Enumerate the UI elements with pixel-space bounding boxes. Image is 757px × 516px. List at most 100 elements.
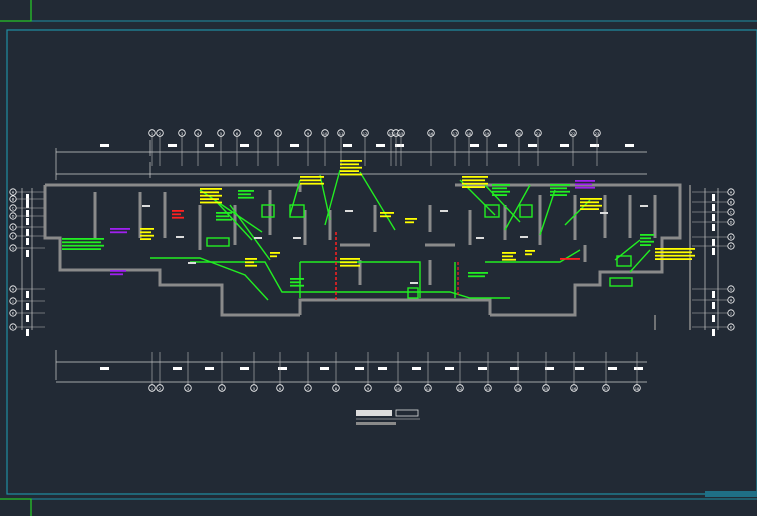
axis-label-right: H — [730, 298, 733, 302]
dimension-value-label — [290, 144, 299, 147]
dimension-value-label — [712, 214, 715, 221]
axis-bubble-bottom — [424, 384, 432, 392]
axis-label-top: 16 — [429, 132, 434, 136]
annotation-note — [238, 193, 251, 196]
axis-label-bottom: 13 — [486, 387, 491, 391]
annotation-note — [640, 234, 654, 236]
axis-label-right: C — [730, 210, 733, 214]
axis-bubble-top — [194, 129, 202, 137]
axis-bubble-bottom — [332, 384, 340, 392]
annotation-note — [340, 261, 357, 264]
annotation-note — [502, 255, 513, 258]
axis-label-top: 9 — [307, 132, 310, 136]
core-wall-right — [468, 195, 577, 245]
axis-bubble-bottom — [633, 384, 641, 392]
axis-label-top: 5 — [220, 132, 222, 136]
annotation-note — [290, 284, 304, 287]
dimension-value-label — [26, 229, 29, 236]
annotation-note — [405, 218, 417, 220]
axis-label-right: E — [730, 235, 733, 239]
axis-label-bottom: 9 — [367, 387, 370, 391]
dimension-value-label — [205, 367, 214, 370]
axis-bubble-left — [9, 195, 17, 203]
axis-label-right: G — [730, 287, 733, 291]
duct-equipment-box-7 — [261, 204, 275, 218]
annotation-note — [290, 278, 304, 280]
dimension-value-label — [278, 367, 287, 370]
axis-bubble-top — [337, 129, 345, 137]
room-tag — [254, 237, 262, 239]
axis-label-bottom: 16 — [572, 387, 577, 391]
axis-label-left: G — [12, 246, 15, 250]
annotation-note — [216, 215, 229, 218]
annotation-note — [655, 254, 695, 257]
annotation-note — [200, 201, 222, 204]
axis-bubble-bottom — [456, 384, 464, 392]
dimension-value-label — [26, 218, 29, 225]
axis-label-top: 7 — [257, 132, 259, 136]
axis-bubble-top — [217, 129, 225, 137]
axis-label-left: J — [11, 299, 13, 303]
axis-bubble-right — [727, 323, 735, 331]
axis-label-left: B — [12, 197, 15, 201]
drawing-title-scale — [395, 409, 419, 417]
annotation-note — [502, 252, 516, 254]
axis-label-right: B — [730, 200, 733, 204]
axis-bubble-bottom — [364, 384, 372, 392]
riser-line — [335, 232, 459, 300]
dimension-value-label — [26, 210, 29, 217]
annotation-note — [462, 176, 488, 178]
dimension-value-label — [100, 367, 109, 370]
axis-bubble-left — [9, 323, 17, 331]
room-tag — [640, 205, 648, 207]
annotation-note — [640, 237, 651, 240]
outer-wall-left-wing — [43, 183, 302, 317]
annotation-note — [245, 258, 257, 260]
sheet-border — [6, 29, 757, 495]
axis-label-left: A — [12, 190, 15, 194]
dimension-value-label — [608, 367, 617, 370]
room-tag — [440, 210, 448, 212]
axis-label-top: 19 — [485, 132, 490, 136]
annotation-note — [655, 251, 692, 254]
axis-bubble-top — [397, 129, 405, 137]
dimension-value-label — [712, 291, 715, 298]
axis-label-left: E — [12, 225, 15, 229]
axis-label-bottom: 3 — [187, 387, 189, 391]
axis-bubble-right — [727, 198, 735, 206]
annotation-note — [580, 201, 599, 204]
annotation-note — [200, 188, 222, 190]
axis-bubble-right — [727, 285, 735, 293]
dimension-chains — [21, 140, 719, 383]
annotation-note — [300, 176, 324, 178]
room-tag — [600, 212, 608, 214]
dimension-value-label — [478, 367, 487, 370]
dimension-value-label — [712, 204, 715, 211]
axis-bubble-right — [727, 208, 735, 216]
annotation-note — [575, 180, 595, 182]
dimension-value-label — [712, 194, 715, 201]
axis-label-top: 4 — [197, 132, 200, 136]
annotation-note — [655, 248, 695, 250]
annotation-note — [62, 244, 104, 247]
dimension-value-label — [100, 144, 109, 147]
annotation-note — [525, 253, 532, 256]
annotation-note — [62, 238, 104, 240]
annotation-note — [200, 194, 222, 197]
annotation-note — [580, 198, 602, 200]
building-walls — [43, 183, 691, 330]
annotation-note — [140, 234, 154, 237]
dimension-value-label — [355, 367, 364, 370]
axis-label-left: C — [12, 206, 15, 210]
partition-center — [340, 205, 455, 285]
axis-bubble-top — [274, 129, 282, 137]
axis-bubble-top — [361, 129, 369, 137]
dimension-value-label — [205, 144, 214, 147]
axis-bubble-left — [9, 309, 17, 317]
annotation-note — [462, 179, 485, 182]
axis-bubble-bottom — [218, 384, 226, 392]
dimension-value-label — [575, 367, 584, 370]
annotation-note — [340, 166, 362, 169]
